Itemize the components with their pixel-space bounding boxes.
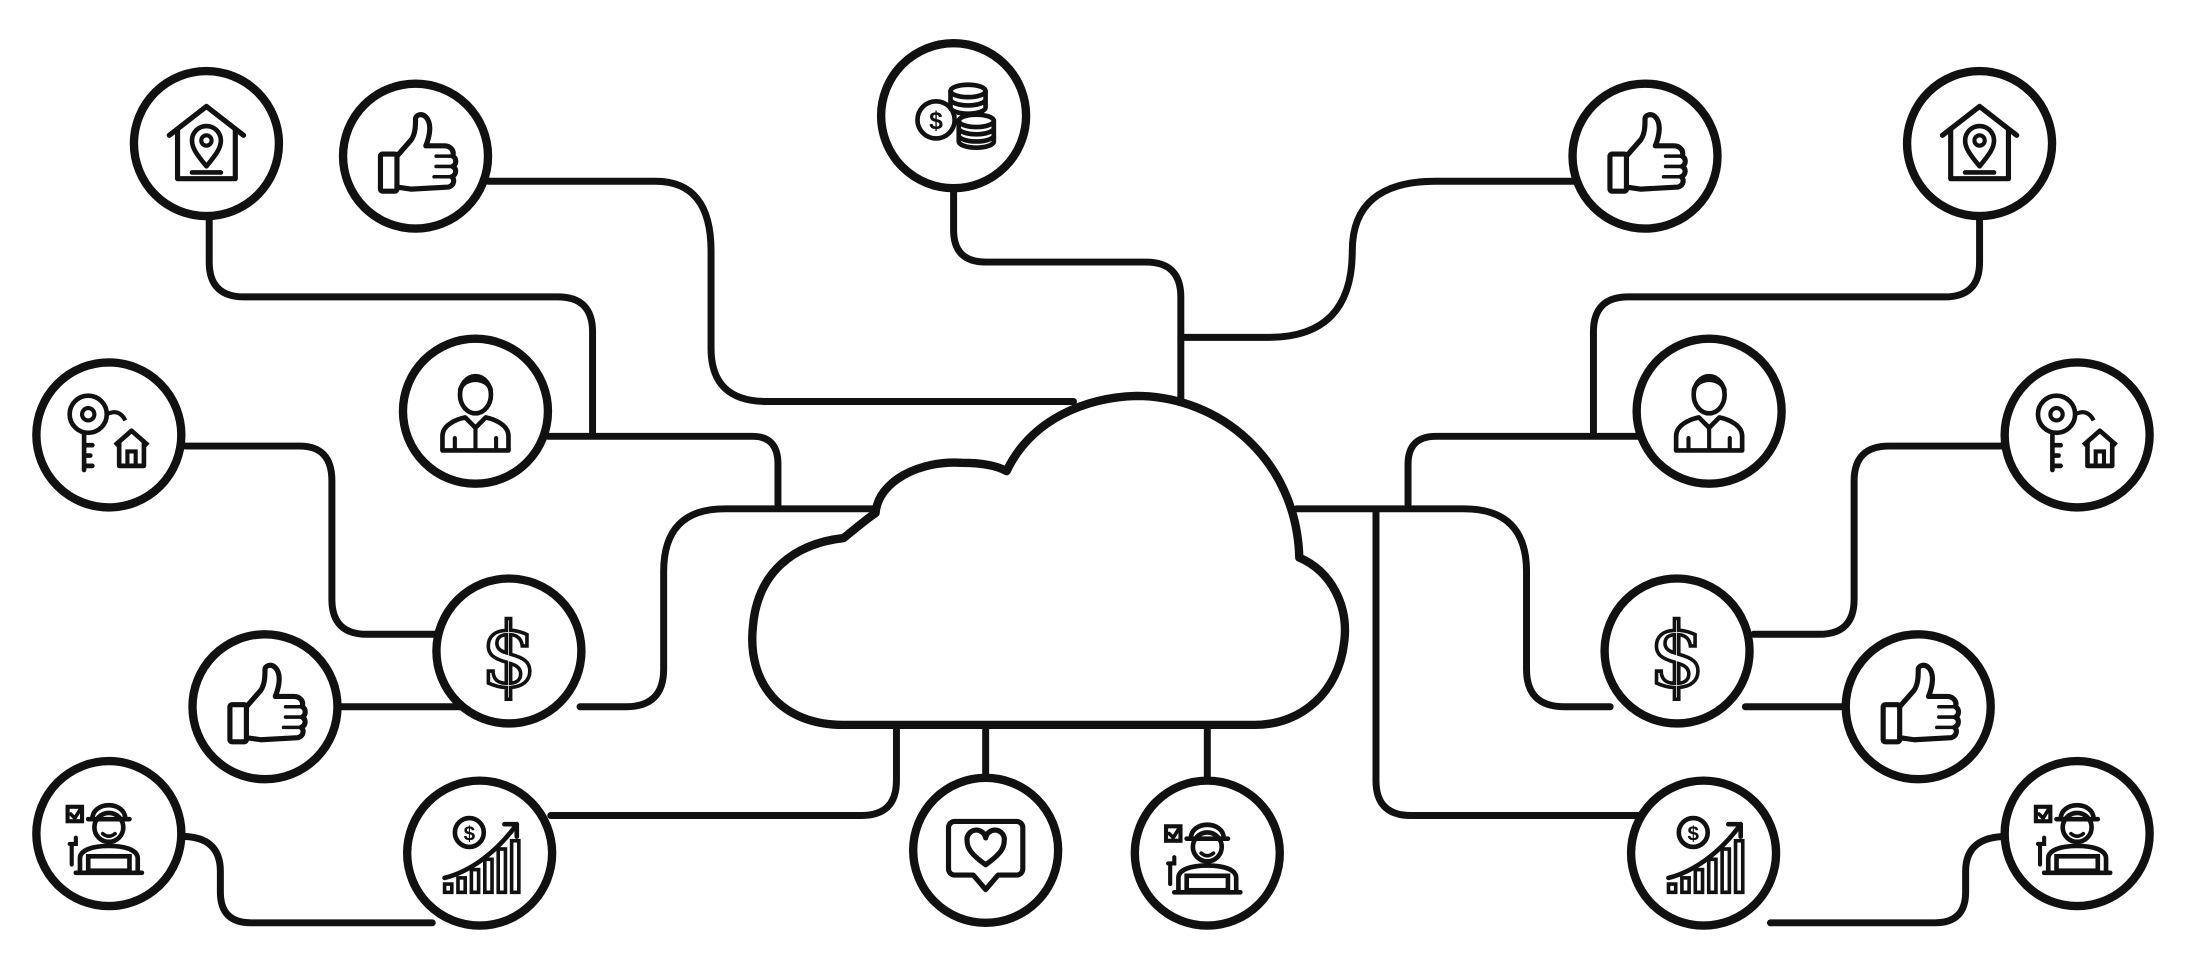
node-dollar-left (432, 574, 586, 728)
node-circle (1841, 630, 1995, 784)
node-thumbs-mid-left (188, 630, 342, 784)
node-key-right (2000, 358, 2154, 512)
connector-lines (177, 177, 2011, 927)
node-key-left (32, 358, 186, 512)
node-thumbs-mid-right (1841, 630, 1995, 784)
node-thumbs-top-left (338, 79, 493, 233)
node-person-left (398, 334, 553, 488)
node-home-top-left (129, 66, 284, 221)
node-thumbs-top-right (1568, 79, 1722, 233)
node-circle (1626, 776, 1781, 930)
node-heart-bottom (908, 773, 1063, 927)
node-worker-bottom-center (1130, 776, 1284, 930)
icon-nodes (32, 39, 2154, 930)
node-circle (908, 773, 1063, 927)
dollar-sign-icon (1647, 602, 1708, 703)
node-person-right (1632, 334, 1786, 488)
node-dollar-right (1600, 574, 1754, 728)
node-circle (2000, 358, 2154, 512)
node-circle (402, 776, 557, 930)
cloud-icon (748, 391, 1350, 730)
node-circle (1568, 79, 1722, 233)
node-worker-bottom-left (32, 756, 186, 911)
node-circle (32, 358, 186, 512)
node-home-top-right (1902, 66, 2057, 221)
node-growth-bottom-left (402, 776, 557, 930)
node-coins-top (876, 39, 1031, 193)
node-circle (2000, 756, 2154, 911)
node-worker-bottom-right (2000, 756, 2154, 911)
dollar-sign-icon (478, 602, 539, 703)
node-circle (1130, 776, 1284, 930)
node-growth-bottom-right (1626, 776, 1781, 930)
node-circle (338, 79, 493, 233)
node-circle (32, 756, 186, 911)
node-circle (188, 630, 342, 784)
